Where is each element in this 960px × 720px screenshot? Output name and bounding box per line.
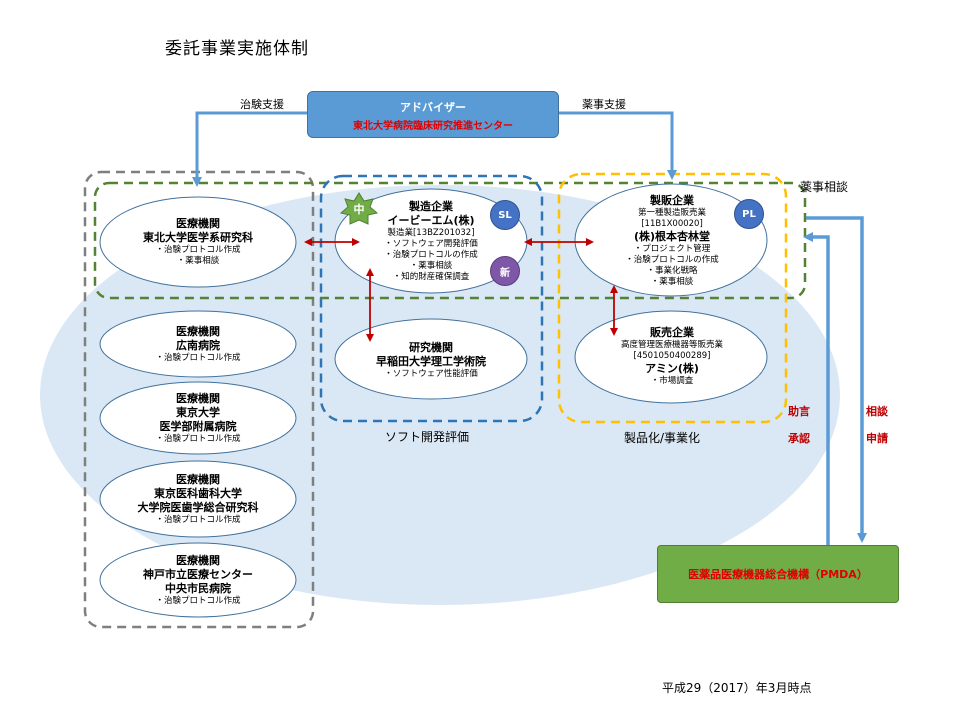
distributor-name: (株)根本杏林堂 (633, 230, 711, 243)
medical-3-name2: 医学部附属病院 (159, 419, 237, 433)
research-heading: 研究機関 (409, 340, 453, 354)
research-name: 早稲田大学理工学術院 (376, 354, 486, 368)
sales-item-1: ・市場調査 (650, 375, 694, 386)
distributor-license: [11B1X00020] (641, 219, 703, 229)
medical-1-name: 東北大学医学系研究科 (143, 231, 253, 244)
manufacturer-item-3: ・薬事相談 (409, 260, 453, 271)
medical-group-border (83, 170, 315, 629)
distributor-item-2: ・治験プロトコルの作成 (625, 255, 719, 265)
pmda-box: 医薬品医療機器総合機構（PMDA） (657, 545, 899, 603)
medical-1-heading: 医療機関 (176, 217, 220, 230)
medical-institution-2: 医療機関 広南病院 ・治験プロトコル作成 (100, 315, 296, 373)
distributor-heading: 製販企業 (650, 194, 694, 207)
regulatory-consult-label: 薬事相談 (800, 180, 849, 194)
advice-label: 助言 (788, 405, 810, 418)
medical-4-heading: 医療機関 (176, 472, 220, 486)
research-node: 研究機関 早稲田大学理工学術院 ・ソフトウェア性能評価 (345, 335, 517, 385)
ellipse-medical-5 (99, 542, 297, 618)
sales-heading: 販売企業 (650, 325, 694, 339)
medical-3-name: 東京大学 (176, 405, 220, 419)
advisor-box: アドバイザー 東北大学病院臨床研究推進センター (307, 91, 559, 138)
manufacturer-name: イービーエム(株) (387, 213, 475, 227)
sales-license-type: 高度管理医療機器等販売業 (620, 339, 723, 350)
ellipse-medical-2 (99, 310, 297, 378)
ellipse-medical-4 (99, 460, 297, 538)
ellipse-sales (574, 310, 768, 404)
medical-1-item-1: ・治験プロトコル作成 (155, 245, 241, 255)
medical-4-name2: 大学院医歯学総合研究科 (137, 500, 259, 514)
pmda-advice-arrow (803, 232, 830, 545)
ellipse-research (334, 318, 528, 400)
manufacturer-node: 製造企業 イービーエム(株) 製造業[13BZ201032] ・ソフトウェア開発… (345, 191, 517, 291)
pmda-name: 医薬品医療機器総合機構（PMDA） (688, 568, 868, 581)
clinical-support-label: 治験支援 (240, 98, 284, 111)
medical-1-item-2: ・薬事相談 (176, 256, 220, 266)
medical-5-item-1: ・治験プロトコル作成 (155, 595, 241, 606)
star-badge-shape (339, 192, 379, 225)
medical-2-item-1: ・治験プロトコル作成 (155, 352, 241, 363)
consult-label: 相談 (866, 405, 888, 418)
advisor-heading: アドバイザー (400, 101, 466, 114)
regulatory-support-label: 薬事支援 (582, 98, 626, 111)
sales-node: 販売企業 高度管理医療機器等販売業 [4501050400289] アミン(株)… (590, 320, 754, 392)
research-item-1: ・ソフトウェア性能評価 (384, 368, 478, 379)
software-eval-border (319, 174, 544, 423)
medical-institution-4: 医療機関 東京医科歯科大学 大学院医歯学総合研究科 ・治験プロトコル作成 (100, 465, 296, 533)
medical-2-heading: 医療機関 (176, 324, 220, 338)
pl-badge: PL (734, 199, 764, 229)
manufacturer-item-4: ・知的財産確保調査 (392, 271, 470, 282)
sales-license: [4501050400289] (633, 350, 711, 361)
regulatory-consult-border (93, 181, 807, 300)
manufacturer-item-2: ・治験プロトコルの作成 (384, 249, 478, 260)
page-title: 委託事業実施体制 (165, 39, 309, 59)
advisor-name: 東北大学病院臨床研究推進センター (353, 121, 513, 132)
ellipse-medical-3 (99, 381, 297, 455)
commercialization-caption: 製品化/事業化 (624, 431, 701, 445)
ellipse-medical-1 (99, 196, 297, 288)
software-eval-caption: ソフト開発評価 (385, 430, 470, 444)
sales-name: アミン(株) (645, 361, 699, 375)
manufacturer-item-1: ・ソフトウェア開発評価 (384, 238, 478, 249)
distributor-item-1: ・プロジェクト管理 (633, 244, 711, 254)
date-note: 平成29（2017）年3月時点 (662, 681, 812, 695)
new-badge: 新 (490, 256, 520, 286)
medical-institution-1: 医療機関 東北大学医学系研究科 ・治験プロトコル作成 ・薬事相談 (100, 204, 296, 280)
pmda-consult-arrow (806, 216, 867, 543)
medical-3-heading: 医療機関 (176, 391, 220, 405)
medical-institution-5: 医療機関 神戸市立医療センター 中央市民病院 ・治験プロトコル作成 (100, 547, 296, 613)
medical-2-name: 広南病院 (176, 338, 220, 352)
medical-5-heading: 医療機関 (176, 553, 220, 567)
distributor-node: 製販企業 第一種製造販売業 [11B1X00020] (株)根本杏林堂 ・プロジ… (590, 188, 754, 294)
distributor-item-3: ・事業化戦略 (646, 266, 698, 276)
medical-institution-3: 医療機関 東京大学 医学部附属病院 ・治験プロトコル作成 (100, 384, 296, 452)
star-badge-label: 中 (353, 203, 365, 216)
medical-5-name2: 中央市民病院 (165, 581, 231, 595)
medical-4-item-1: ・治験プロトコル作成 (155, 514, 241, 525)
medical-4-name: 東京医科歯科大学 (154, 486, 242, 500)
apply-label: 申請 (866, 432, 888, 445)
medical-5-name: 神戸市立医療センター (143, 567, 253, 581)
clinical-support-line (192, 111, 307, 187)
manufacturer-heading: 製造企業 (409, 199, 453, 213)
approval-label: 承認 (788, 432, 810, 445)
medical-3-item-1: ・治験プロトコル作成 (155, 433, 241, 444)
sl-badge: SL (490, 200, 520, 230)
manufacturer-license: 製造業[13BZ201032] (387, 227, 475, 238)
regulatory-support-line (559, 111, 677, 180)
distributor-item-4: ・薬事相談 (650, 277, 694, 287)
distributor-license-type: 第一種製造販売業 (637, 208, 706, 218)
